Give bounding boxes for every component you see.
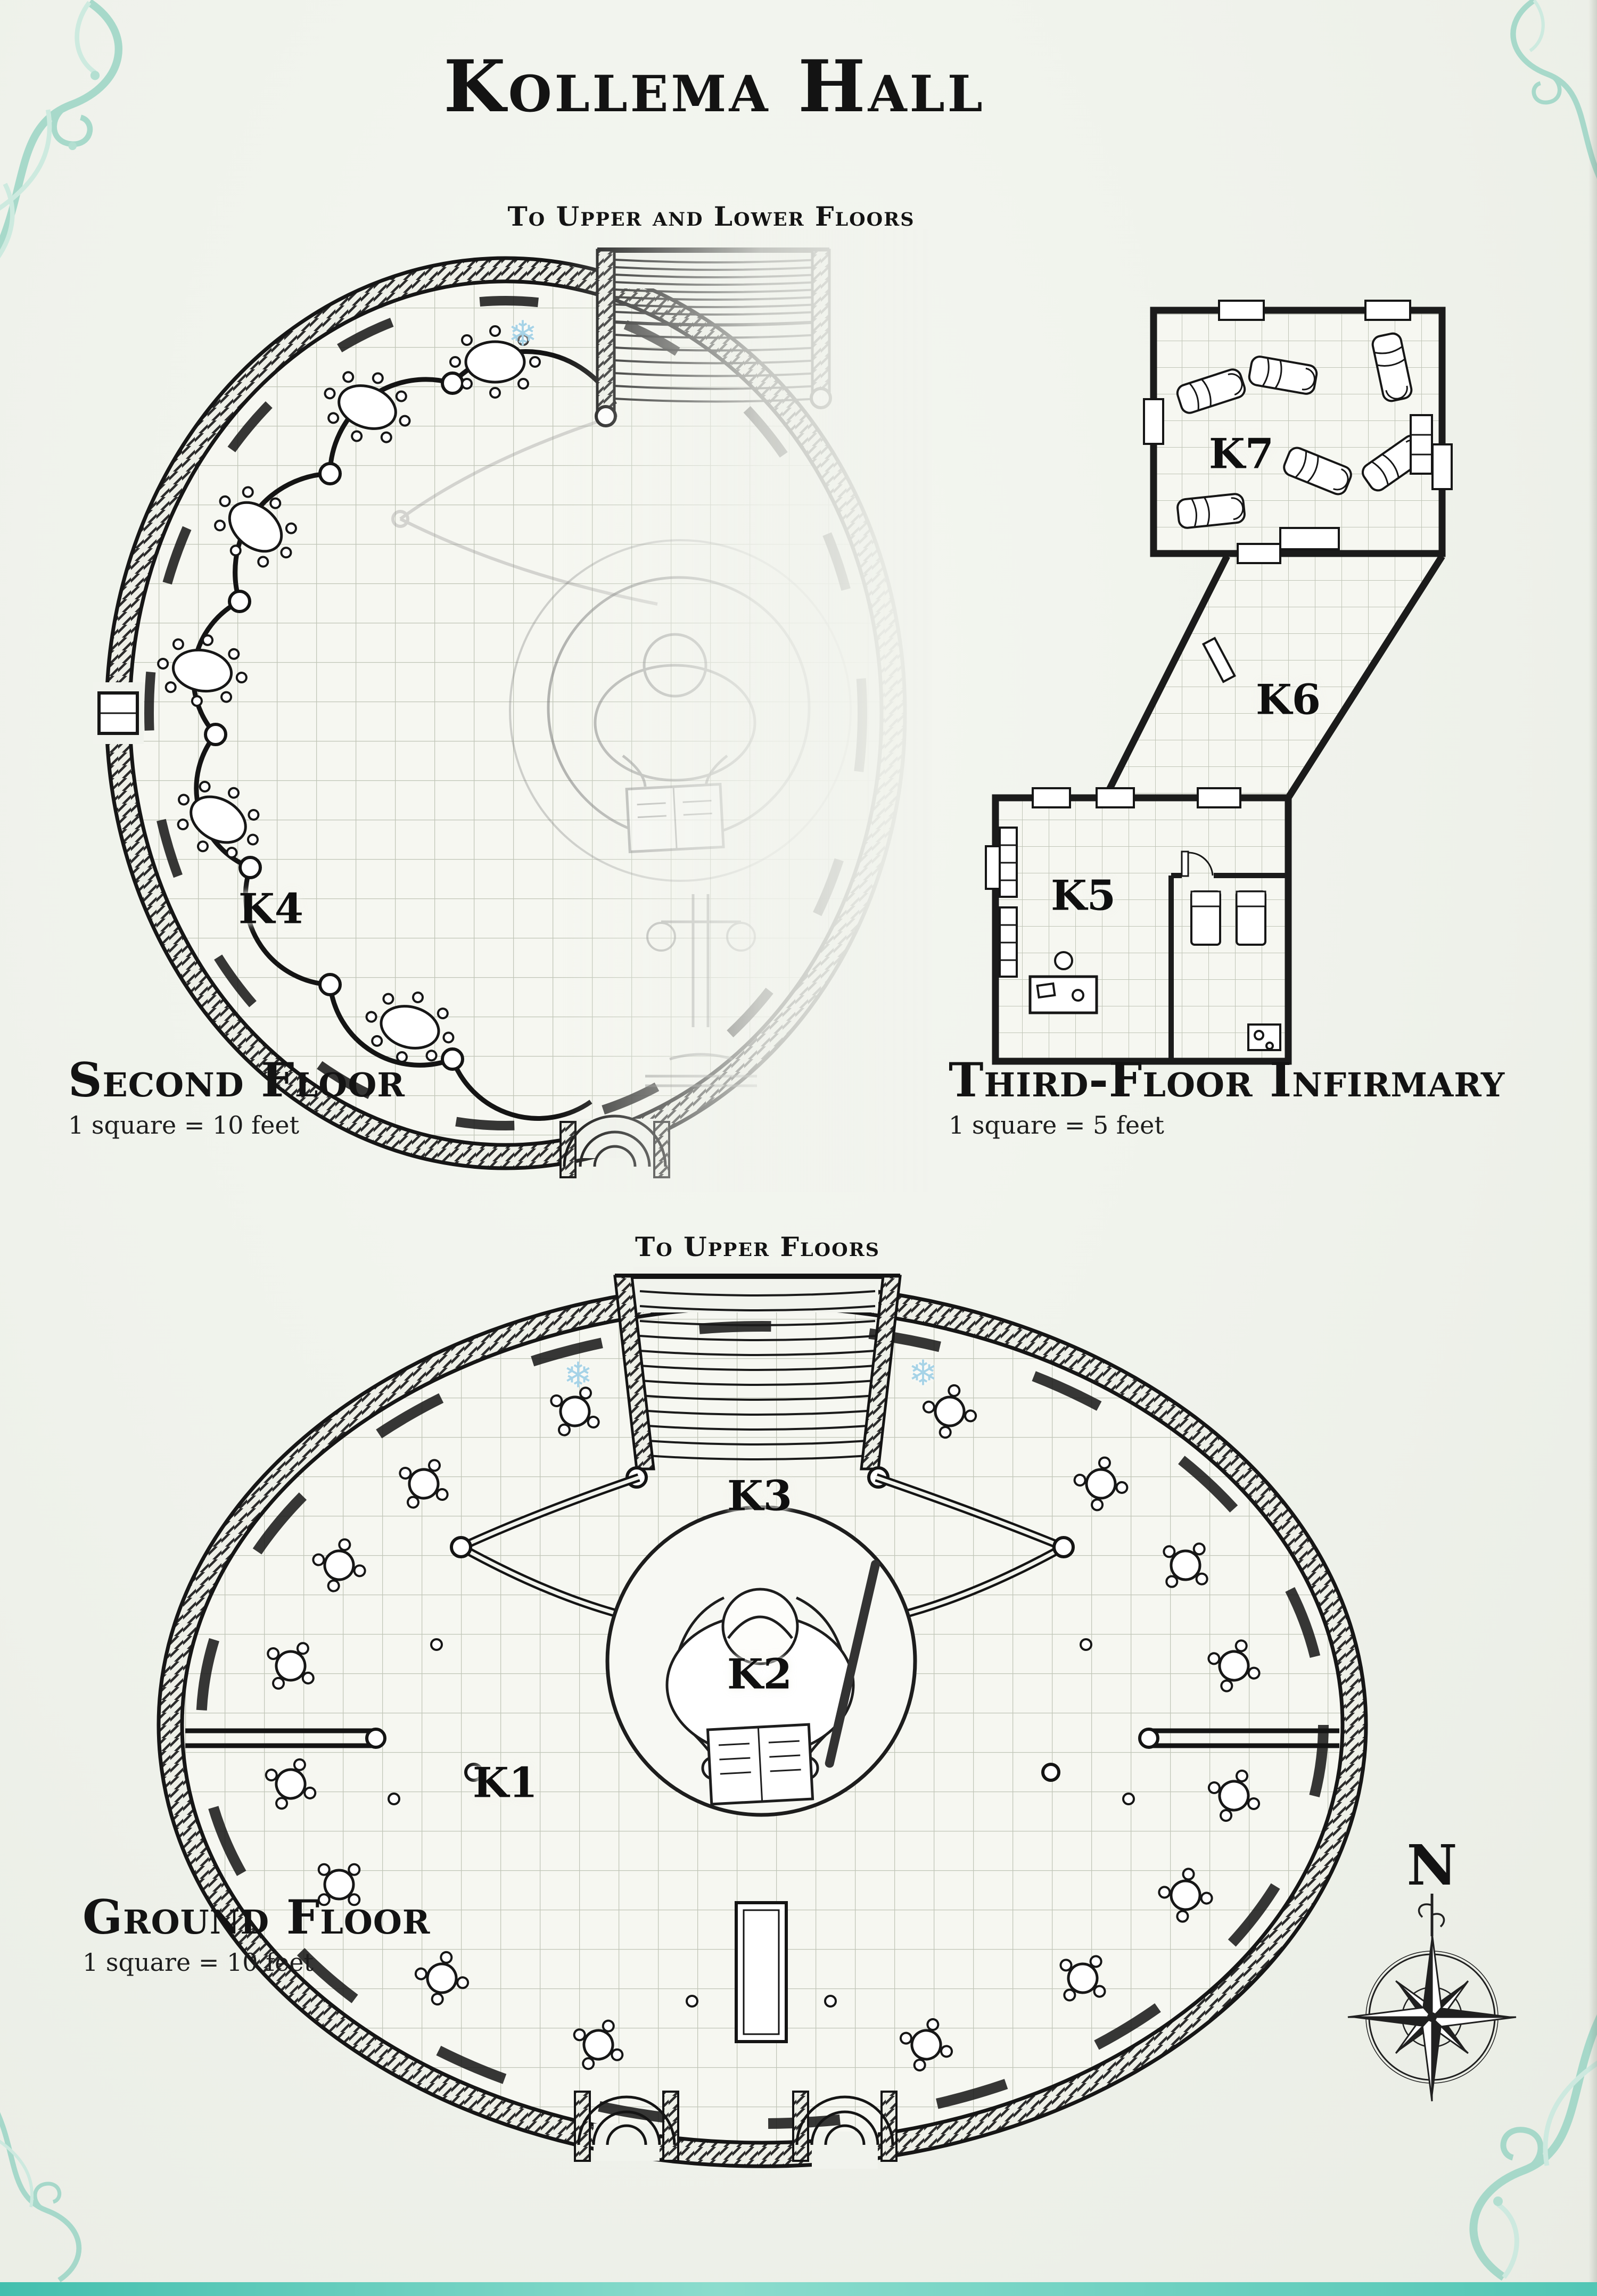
corner-flourish-bottom-left: [0, 2096, 82, 2283]
map-fade: [80, 229, 932, 1192]
room-label-k2: K2: [727, 1650, 793, 1699]
corner-flourish-bottom-right: [1469, 1996, 1597, 2281]
ground-floor-scale-note: 1 square = 10 feet: [83, 1948, 314, 1977]
stairs: [613, 1267, 902, 1489]
infirmary-doors-windows: [985, 300, 1453, 890]
snowflake-icon: ❄: [563, 1355, 593, 1396]
snowflake-icon: ❄: [908, 1352, 938, 1394]
ground-floor-caption-block: Ground Floor 1 square = 10 feet: [83, 1894, 430, 1977]
corner-flourish-top-left: [0, 0, 122, 259]
ground-floor-caption: Ground Floor: [83, 1889, 431, 1945]
footer-accent-band: [0, 2282, 1597, 2296]
room-label-k6: K6: [1255, 675, 1321, 724]
room-label-k4: K4: [238, 885, 304, 934]
second-floor-map: [80, 229, 932, 1192]
ground-floor-outer-wall: [157, 1282, 1368, 2168]
infirmary-map: [985, 300, 1453, 1065]
infirmary-caption: Third-Floor Infirmary: [949, 1052, 1505, 1108]
corridor-bench: [1201, 637, 1237, 683]
infirmary-scale-note: 1 square = 5 feet: [949, 1111, 1164, 1139]
second-floor-stairs-label: To Upper and Lower Floors: [507, 201, 915, 232]
second-floor-caption: Second Floor: [68, 1052, 405, 1108]
rails: [450, 1473, 1075, 1620]
room-label-k1: K1: [472, 1758, 538, 1807]
ground-floor-stairs-label: To Upper Floors: [635, 1231, 880, 1262]
page-title: Kollema Hall: [443, 44, 985, 128]
compass-cardinal-points: [1347, 1932, 1517, 2102]
compass-north-label: N: [1406, 1832, 1458, 1898]
room-label-k5: K5: [1050, 871, 1116, 920]
snowflake-icon: ❄: [508, 313, 538, 354]
room-label-k3: K3: [727, 1472, 793, 1521]
k7-furniture: [1279, 414, 1433, 550]
page-edge-shade: [1588, 0, 1597, 2296]
round-tables: [253, 1375, 1269, 2081]
south-entrances: [574, 1901, 898, 2169]
ground-floor-map: [157, 1267, 1368, 2169]
infirmary-caption-block: Third-Floor Infirmary 1 square = 5 feet: [949, 1056, 1505, 1139]
second-floor-caption-block: Second Floor 1 square = 10 feet: [68, 1056, 405, 1139]
side-walls: [185, 1728, 1339, 1748]
second-floor-scale-note: 1 square = 10 feet: [68, 1111, 300, 1139]
wall-benches: [196, 1321, 1329, 2129]
statue-figure: [605, 1505, 917, 1817]
room-label-k7: K7: [1208, 430, 1274, 478]
k5-furniture: [999, 827, 1288, 1061]
compass-rose: [1347, 1894, 1517, 2102]
corner-flourish-top-right: [1510, 0, 1597, 195]
infirmary-floor: [995, 310, 1442, 1061]
